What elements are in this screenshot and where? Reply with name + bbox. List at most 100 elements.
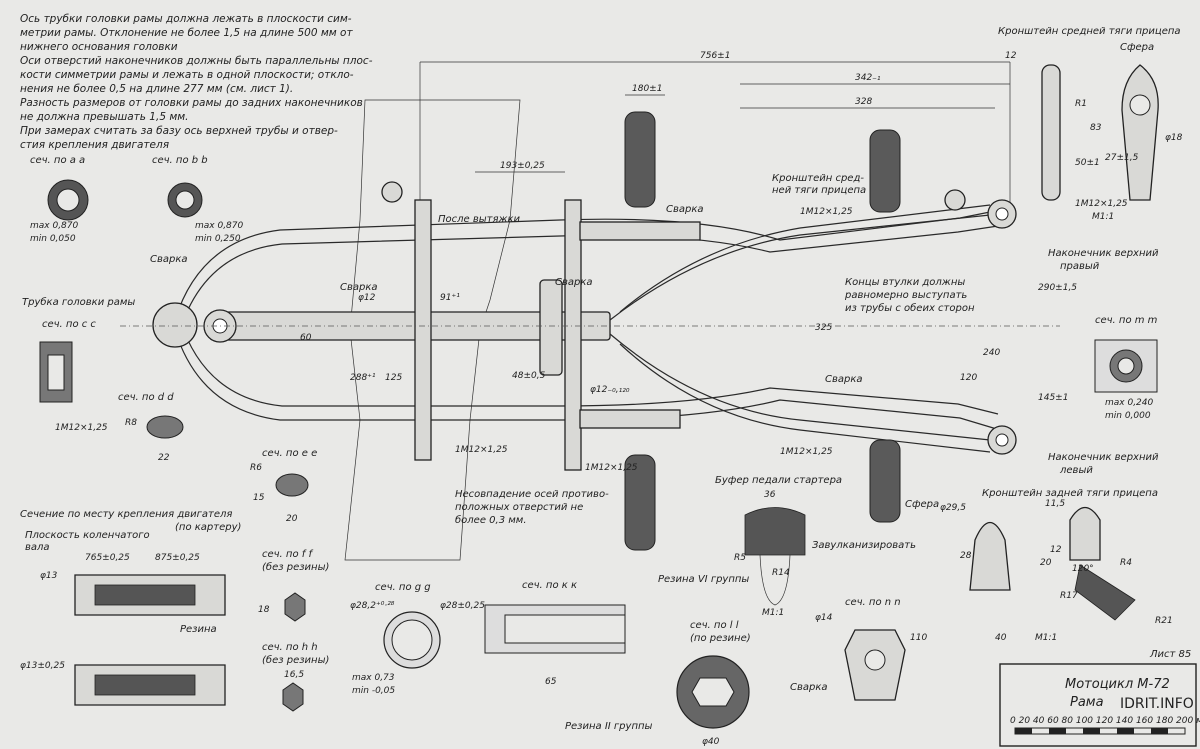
- dim-83: 83: [1090, 123, 1102, 133]
- dim-875: 875±0,25: [155, 553, 200, 563]
- m12-label: 1M12×1,25: [455, 445, 508, 455]
- dim-15: 15: [253, 493, 265, 503]
- section-gg-title: сеч. по g g: [375, 582, 431, 593]
- after-tighten-label: После вытяжки: [438, 214, 521, 225]
- dim-18: 18: [258, 605, 270, 615]
- dim-r17: R17: [1060, 591, 1078, 601]
- section-dd: сеч. по d d R8 22: [118, 392, 184, 463]
- notes-block: Ось трубки головки рамы должна лежать в …: [20, 13, 373, 151]
- dim-91: 91⁺¹: [440, 293, 460, 303]
- dim-12top: 12: [1005, 51, 1017, 61]
- dim-40: 40: [995, 633, 1007, 643]
- note-line: При замерах считать за базу ось верхней …: [20, 125, 338, 137]
- tip-right-label: Наконечник верхний: [1048, 248, 1159, 259]
- crank-plane-label-2: вала: [25, 542, 50, 553]
- starter-buffer-label: Буфер педали стартера: [715, 475, 842, 486]
- dim-765: 765±0,25: [85, 553, 130, 563]
- dim-36: 36: [764, 490, 776, 500]
- weld-label: Сварка: [340, 282, 378, 293]
- dim-120: 120: [960, 373, 977, 383]
- section-ll: сеч. по l l (по резине) φ40 Резина II гр…: [565, 620, 751, 747]
- weld-label: Сварка: [666, 204, 704, 215]
- phi13: φ13: [40, 571, 58, 581]
- m12-label: 1M12×1,25: [800, 207, 853, 217]
- dim-20: 20: [1040, 558, 1052, 568]
- dim-328: 328: [855, 97, 872, 107]
- section-dd-title: сеч. по d d: [118, 392, 174, 403]
- dim-342: 342₋₁: [855, 73, 881, 83]
- min000: min 0,000: [1105, 411, 1151, 421]
- section-ll-sub: (по резине): [690, 633, 751, 644]
- crank-plane-label: Плоскость коленчатого: [25, 530, 150, 541]
- phi40: φ40: [702, 737, 720, 747]
- section-cc-title: сеч. по c c: [42, 319, 96, 330]
- drawing-part: Рама: [1070, 695, 1104, 710]
- dim-r5: R5: [734, 553, 746, 563]
- dim-22: 22: [158, 453, 170, 463]
- dim-240: 240: [983, 348, 1000, 358]
- section-ee-title: сеч. по e e: [262, 448, 317, 459]
- rear-bracket: Кронштейн задней тяги прицепа Сфера φ29,…: [905, 488, 1173, 643]
- tip-left-label-2: левый: [1059, 465, 1093, 476]
- section-aa: сеч. по a a max 0,870 min 0,050: [30, 155, 89, 244]
- phi13b: φ13±0,25: [20, 661, 65, 671]
- misalign-note-3: более 0,3 мм.: [455, 514, 527, 526]
- dim-28: 28: [960, 551, 972, 561]
- dim-r8: R8: [125, 418, 137, 428]
- section-bb-title: сеч. по b b: [152, 155, 208, 166]
- section-ff-title: сеч. по f f: [262, 549, 313, 560]
- dim-27: 27±1,5: [1105, 153, 1139, 163]
- section-ee: сеч. по e e R6 20 15: [250, 448, 317, 524]
- dim-145: 145±1: [1038, 393, 1068, 403]
- misalign-note: Несовпадение осей противо-: [455, 489, 609, 500]
- note-line: не должна превышать 1,5 мм.: [20, 111, 189, 123]
- dim-115: 11,5: [1045, 499, 1065, 509]
- section-ff: сеч. по f f (без резины) 18: [258, 549, 329, 622]
- m12-cc: 1M12×1,25: [55, 423, 108, 433]
- section-nn: сеч. по n n φ14 110 Сварка: [790, 597, 927, 701]
- title-block: Лист 85 Мотоцикл М-72 Рама 0 20 40 60 80…: [999, 649, 1200, 747]
- section-ff-sub: (без резины): [262, 561, 329, 573]
- dim-165: 16,5: [284, 670, 304, 680]
- dim-193: 193±0,25: [500, 161, 545, 171]
- dim-325: 325: [815, 323, 832, 333]
- sheet-number: Лист 85: [1149, 649, 1191, 660]
- note-line: нижнего основания головки: [20, 41, 178, 53]
- max087: max 0,870: [195, 221, 244, 231]
- angle-120: 120°: [1072, 564, 1094, 574]
- weld-label: Сварка: [150, 254, 188, 265]
- sleeve-note-2: равномерно выступать: [844, 290, 967, 301]
- bracket-mid-label-2: ней тяги прицепа: [772, 185, 866, 196]
- dim-110: 110: [910, 633, 927, 643]
- scale-m11: M1:1: [1035, 633, 1057, 643]
- note-line: Разность размеров от головки рамы до зад…: [20, 97, 363, 109]
- phi12-label: φ12₋₀,₁₂₀: [590, 385, 630, 395]
- section-gg: сеч. по g g φ28,2⁺⁰·²⁸ φ28±0,25 max 0,73…: [350, 582, 485, 696]
- rubber-label: Резина: [180, 624, 217, 635]
- phi18: φ18: [1165, 133, 1183, 143]
- max087: max 0,870: [30, 221, 79, 231]
- sleeve-note: Концы втулки должны: [845, 277, 965, 288]
- section-nn-title: сеч. по n n: [845, 597, 901, 608]
- note-line: кости симметрии рамы и лежать в одной пл…: [20, 69, 354, 81]
- sleeve-note-3: из трубы с обеих сторон: [845, 302, 975, 314]
- dim-48: 48±0,5: [512, 371, 546, 381]
- section-mm-title: сеч. по m m: [1095, 315, 1158, 326]
- misalign-note-2: положных отверстий не: [455, 502, 583, 513]
- frame-plan-view: [120, 99, 1060, 561]
- note-line: метрии рамы. Отклонение не более 1,5 на …: [20, 27, 353, 39]
- rubber2-label: Резина II группы: [565, 721, 653, 732]
- mid-bracket-title: Кронштейн средней тяги прицепа: [998, 26, 1181, 37]
- dim-50: 50±1: [1075, 158, 1100, 168]
- weld-label: Сварка: [555, 277, 593, 288]
- max073: max 0,73: [352, 673, 395, 683]
- section-bb: сеч. по b b max 0,870 min 0,250: [152, 155, 244, 244]
- sphere-label: Сфера: [905, 499, 939, 510]
- m12-label: 1M12×1,25: [585, 463, 638, 473]
- sphere-label: Сфера: [1120, 42, 1154, 53]
- section-aa-title: сеч. по a a: [30, 155, 85, 166]
- tip-right-label-2: правый: [1060, 261, 1100, 272]
- scale-m11: M1:1: [762, 608, 784, 618]
- section-hh: сеч. по h h (без резины) 16,5: [262, 642, 329, 712]
